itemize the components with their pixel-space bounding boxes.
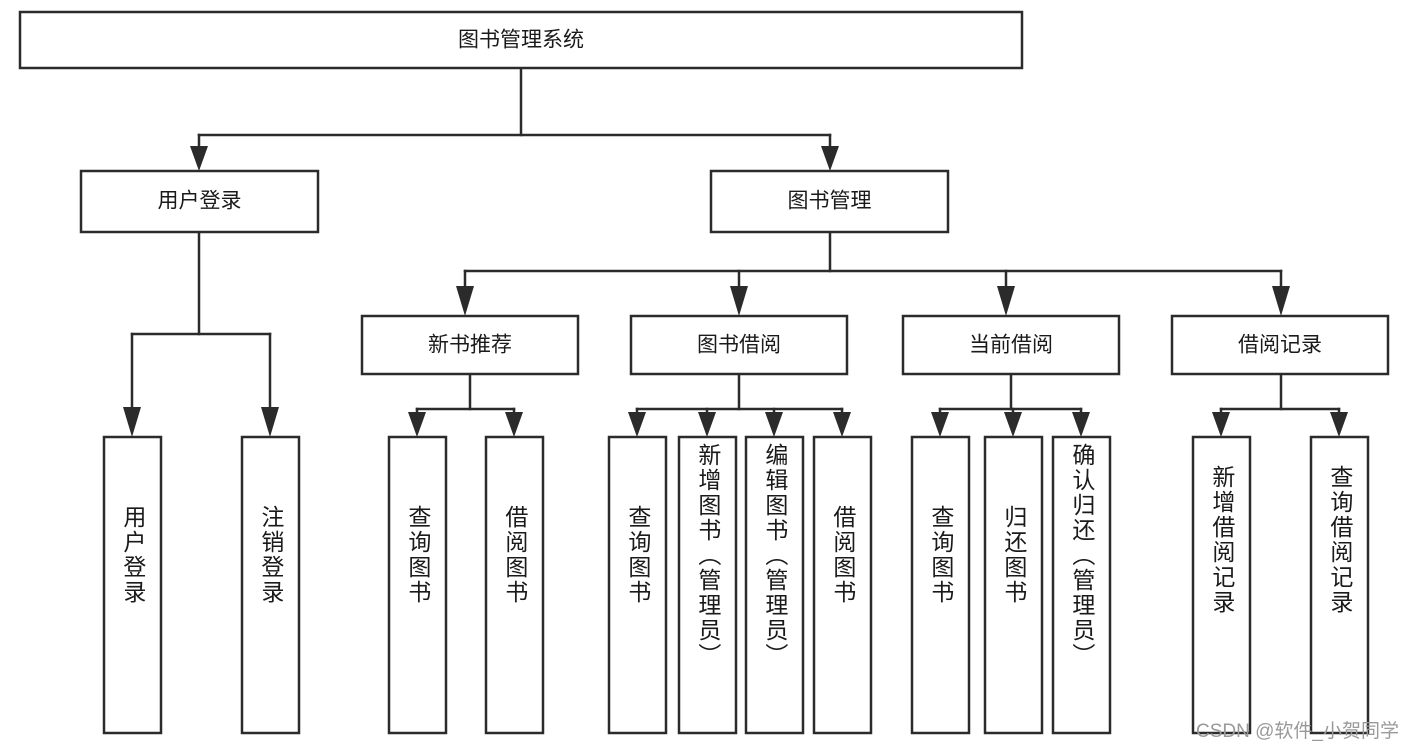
node-borrow-record-label: 借阅记录 <box>1238 334 1322 357</box>
leaf-box-borrow-book-2[interactable] <box>812 435 873 735</box>
arrow-head-leaf-borrow-book-2 <box>833 412 851 437</box>
leaf-box-confirm-return[interactable] <box>1051 435 1112 735</box>
leaf-box-query-record[interactable] <box>1309 435 1370 735</box>
node-root-box[interactable] <box>18 10 1024 70</box>
connector-group-book-manage-to-level3 <box>456 230 1290 316</box>
arrow-head-leaf-query-book-3 <box>931 412 949 437</box>
leaf-boxes-group <box>102 435 1370 735</box>
node-root[interactable]: 图书管理系统 <box>18 10 1024 70</box>
arrow-head-leaf-query-book-2 <box>628 412 646 437</box>
node-new-book-rec-label: 新书推荐 <box>428 334 512 357</box>
node-current-borrow-label: 当前借阅 <box>969 334 1053 357</box>
arrow-head-leaf-confirm-return <box>1072 412 1090 437</box>
node-book-manage-box[interactable] <box>709 169 950 234</box>
node-user-login[interactable]: 用户登录 <box>79 169 320 234</box>
arrow-head-leaf-return-book <box>1004 412 1022 437</box>
connector-group-root-to-level2 <box>190 66 839 171</box>
leaf-box-return-book[interactable] <box>983 435 1044 735</box>
node-new-book-rec[interactable]: 新书推荐 <box>360 314 580 376</box>
node-new-book-rec-box[interactable] <box>360 314 580 376</box>
arrow-head-leaf-user-login <box>123 407 141 437</box>
connector-group-book-borrow-to-leaves <box>628 372 851 437</box>
leaf-box-logout[interactable] <box>240 435 301 735</box>
node-book-borrow-box[interactable] <box>629 314 849 376</box>
node-root-label: 图书管理系统 <box>458 29 584 52</box>
node-book-borrow[interactable]: 图书借阅 <box>629 314 849 376</box>
watermark-text: CSDN @软件_小贺同学 <box>1196 721 1399 742</box>
arrow-head-book-borrow <box>730 286 748 316</box>
arrow-head-leaf-add-book <box>698 412 716 437</box>
arrow-head-leaf-borrow-book-1 <box>505 412 523 437</box>
leaf-box-user-login[interactable] <box>102 435 163 735</box>
arrow-head-leaf-logout <box>261 407 279 437</box>
leaf-box-borrow-book-1[interactable] <box>484 435 545 735</box>
arrow-head-borrow-record <box>1272 286 1290 316</box>
connector-group-borrow-record-to-leaves <box>1212 372 1348 437</box>
node-book-manage-label: 图书管理 <box>788 190 872 213</box>
leaf-box-add-book[interactable] <box>677 435 738 735</box>
arrow-head-leaf-add-record <box>1212 412 1230 437</box>
arrow-head-leaf-query-book-1 <box>408 412 426 437</box>
arrow-head-current-borrow <box>997 286 1015 316</box>
node-current-borrow-box[interactable] <box>901 314 1121 376</box>
arrow-head-book-manage <box>821 146 839 171</box>
leaf-box-query-book-3[interactable] <box>910 435 971 735</box>
node-book-manage[interactable]: 图书管理 <box>709 169 950 234</box>
connector-group-new-book-rec-to-leaves <box>408 372 523 437</box>
node-book-borrow-label: 图书借阅 <box>697 334 781 357</box>
arrow-head-user-login <box>190 146 208 171</box>
arrow-head-new-book-rec <box>456 286 474 316</box>
node-current-borrow[interactable]: 当前借阅 <box>901 314 1121 376</box>
arrow-head-leaf-query-record <box>1330 412 1348 437</box>
leaf-box-add-record[interactable] <box>1191 435 1252 735</box>
connector-group-current-borrow-to-leaves <box>931 372 1090 437</box>
leaf-box-edit-book[interactable] <box>744 435 805 735</box>
node-user-login-box[interactable] <box>79 169 320 234</box>
leaf-box-query-book-2[interactable] <box>607 435 668 735</box>
connector-group-user-login-to-leaves <box>123 230 279 437</box>
node-borrow-record-box[interactable] <box>1170 314 1390 376</box>
node-borrow-record[interactable]: 借阅记录 <box>1170 314 1390 376</box>
leaf-box-query-book-1[interactable] <box>387 435 448 735</box>
arrow-head-leaf-edit-book <box>765 412 783 437</box>
node-user-login-label: 用户登录 <box>158 190 242 213</box>
